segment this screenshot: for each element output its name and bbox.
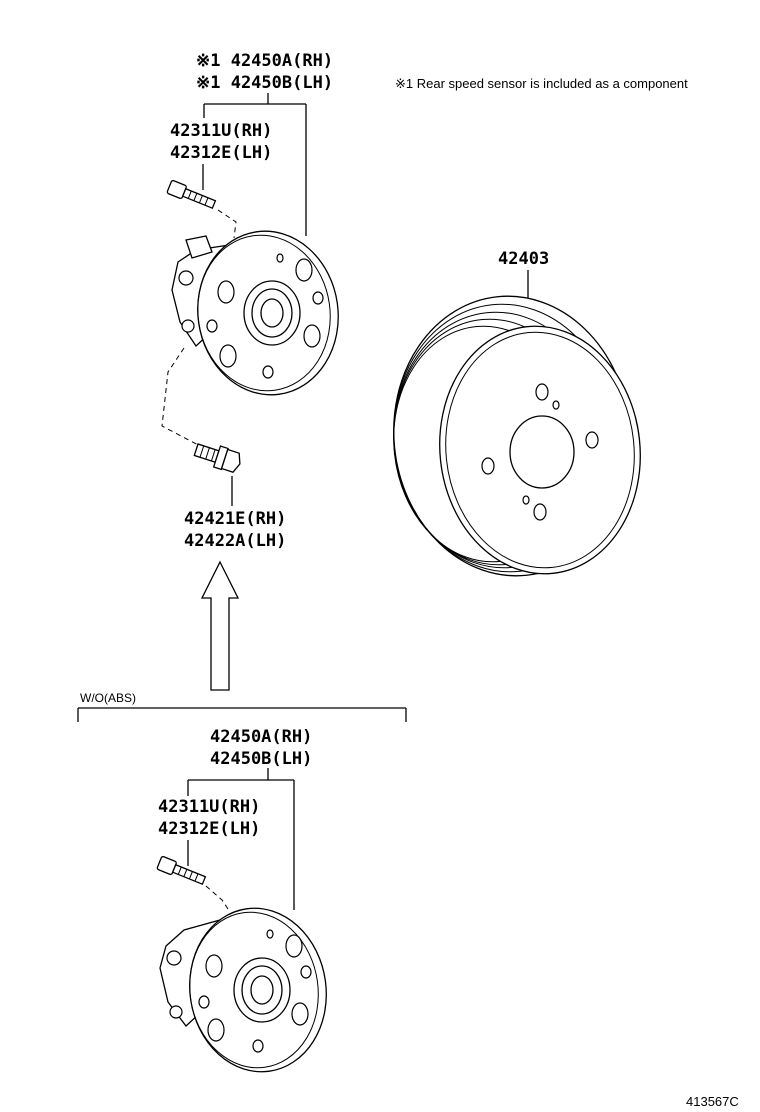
label-bolt-top-rh: 42311U(RH) <box>170 121 272 141</box>
label-bolt-top-lh: 42312E(LH) <box>170 143 272 163</box>
label-drum: 42403 <box>498 249 549 269</box>
label-variant: W/O(ABS) <box>80 691 136 705</box>
label-hub-bolt-rh: 42421E(RH) <box>184 509 286 529</box>
sensor-note: ※1 Rear speed sensor is included as a co… <box>395 76 688 91</box>
label-bolt-bottom-lh: 42312E(LH) <box>158 819 260 839</box>
label-hub-lh: 42450B(LH) <box>210 749 312 769</box>
variant-bracket <box>77 707 407 722</box>
dash-bolt-bottom <box>205 885 231 913</box>
up-arrow <box>200 560 240 691</box>
diagram-id: 413567C <box>686 1094 739 1109</box>
hub-assembly-abs <box>171 230 339 396</box>
label-hub-abs-lh: ※1 42450B(LH) <box>196 73 333 93</box>
label-hub-abs-rh: ※1 42450A(RH) <box>196 51 333 71</box>
hub-stud-bolt-bottom <box>156 855 207 886</box>
hub-stud-bolt-top <box>166 179 217 210</box>
brake-drum <box>393 295 641 577</box>
leader-hub-abs <box>203 93 307 236</box>
leader-hub <box>187 768 295 910</box>
label-hub-bolt-lh: 42422A(LH) <box>184 531 286 551</box>
dash-hub-bolt <box>161 347 205 449</box>
label-hub-rh: 42450A(RH) <box>210 727 312 747</box>
dash-bolt-top <box>217 209 237 239</box>
hub-bolt <box>193 443 241 473</box>
hub-assembly <box>159 907 327 1073</box>
label-bolt-bottom-rh: 42311U(RH) <box>158 797 260 817</box>
